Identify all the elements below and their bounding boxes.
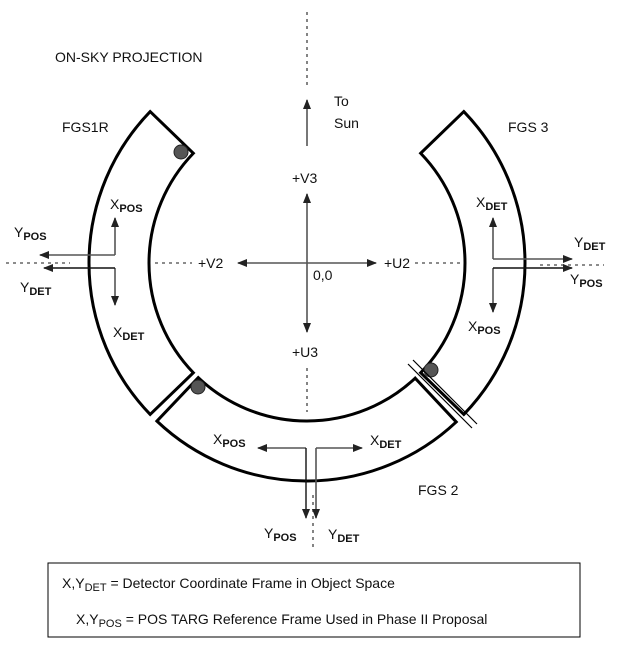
reference-dotted-lines bbox=[6, 12, 604, 548]
fgs1r-label: FGS1R bbox=[62, 119, 109, 135]
fgs2-label: FGS 2 bbox=[418, 482, 459, 498]
fgs3-ypos-label: YPOS bbox=[570, 271, 603, 290]
guide-star-marker bbox=[190, 379, 206, 395]
guide-star-marker bbox=[173, 144, 189, 160]
u2-axis-label: +U2 bbox=[384, 255, 410, 271]
fgs3-xpos-label: XPOS bbox=[468, 318, 501, 337]
fgs1r-frame-arrows bbox=[39, 217, 119, 306]
fgs3-segment bbox=[418, 109, 527, 417]
fgs1r-segment bbox=[87, 109, 196, 417]
fgs1r-ypos-label: YPOS bbox=[14, 224, 47, 243]
legend-det-line: X,YDET = Detector Coordinate Frame in Ob… bbox=[62, 575, 395, 594]
fgs1r-xpos-label: XPOS bbox=[110, 196, 143, 215]
to-sun-label-1: To bbox=[334, 93, 349, 109]
fgs3-frame-arrows bbox=[489, 217, 573, 313]
fgs3-xdet-label: XDET bbox=[476, 194, 508, 213]
legend-box bbox=[47, 562, 581, 638]
fgs2-ydet-label: YDET bbox=[328, 526, 360, 545]
v3-axis-label: +V3 bbox=[292, 170, 318, 186]
fgs-segments bbox=[87, 109, 527, 483]
fgs2-segment bbox=[154, 375, 459, 483]
fgs2-ypos-label: YPOS bbox=[264, 525, 297, 544]
fgs2-xdet-label: XDET bbox=[370, 432, 402, 451]
central-axes bbox=[237, 193, 377, 333]
u3-axis-label: +U3 bbox=[292, 344, 318, 360]
fgs2-xpos-label: XPOS bbox=[213, 431, 246, 450]
fgs3-ydet-label: YDET bbox=[574, 234, 606, 253]
fgs1r-xdet-label: XDET bbox=[113, 324, 145, 343]
origin-label: 0,0 bbox=[313, 267, 333, 283]
fgs-divider-line bbox=[407, 363, 473, 429]
to-sun-label-2: Sun bbox=[334, 115, 359, 131]
fgs-divider-line bbox=[412, 359, 478, 425]
legend-pos-line: X,YPOS = POS TARG Reference Frame Used i… bbox=[76, 611, 487, 630]
fgs2-frame-arrows bbox=[257, 444, 363, 519]
guide-star-marker bbox=[423, 362, 439, 378]
fgs1r-ydet-label: YDET bbox=[20, 279, 52, 298]
fgs3-label: FGS 3 bbox=[508, 119, 549, 135]
diagram-title: ON-SKY PROJECTION bbox=[55, 49, 203, 65]
v2-axis-label: +V2 bbox=[198, 255, 224, 271]
